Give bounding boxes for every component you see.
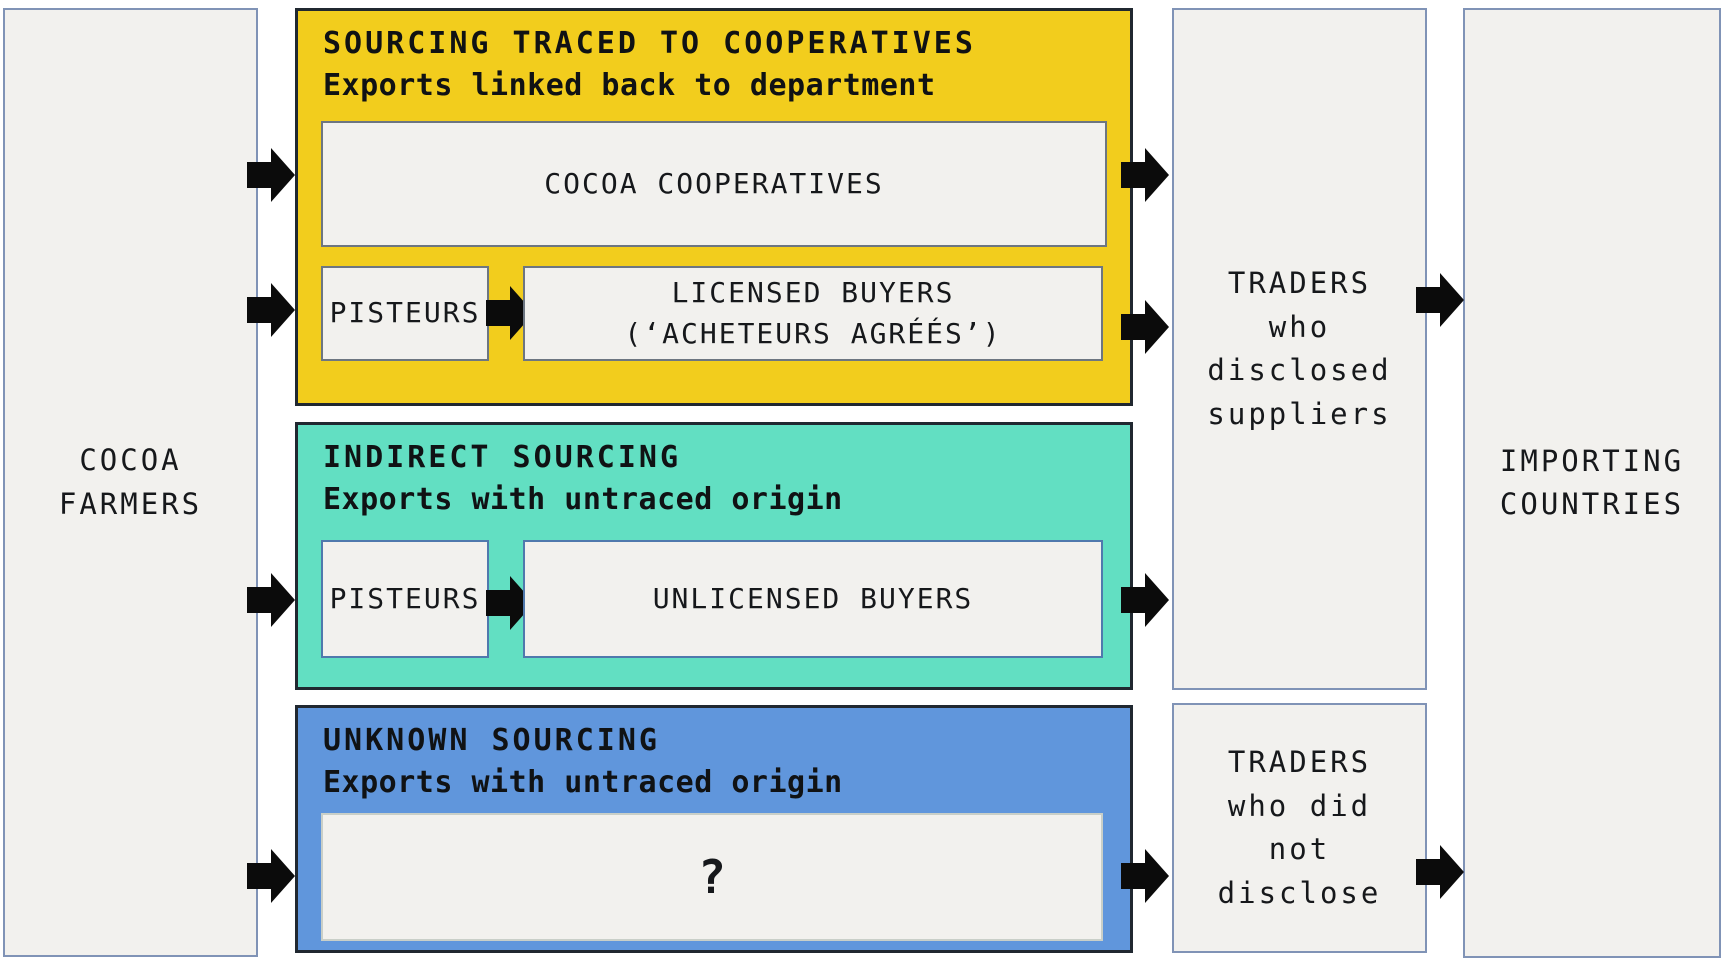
- traced-sourcing-panel: SOURCING TRACED TO COOPERATIVES Exports …: [295, 8, 1133, 406]
- arrow-unknown-to-traders-undisclosed-icon: [1121, 844, 1169, 908]
- indirect-sourcing-panel: INDIRECT SOURCING Exports with untraced …: [295, 422, 1133, 690]
- indirect-panel-title: INDIRECT SOURCING: [323, 440, 682, 475]
- traders-disclosed-label: TRADERS who disclosed suppliers: [1207, 266, 1392, 431]
- unknown-source-box: ?: [321, 813, 1103, 941]
- unlicensed-buyers-box: UNLICENSED BUYERS: [523, 540, 1103, 658]
- licensed-buyers-box: LICENSED BUYERS (‘ACHETEURS AGRÉÉS’): [523, 266, 1103, 361]
- indirect-panel-header: INDIRECT SOURCING Exports with untraced …: [323, 437, 843, 521]
- traders-undisclosed-label: TRADERS who did not disclose: [1217, 745, 1382, 910]
- arrow-farmers-to-indirect-pisteurs-icon: [247, 568, 295, 632]
- unknown-source-label: ?: [698, 849, 726, 904]
- unlicensed-buyers-label: UNLICENSED BUYERS: [652, 581, 974, 615]
- traced-panel-subtitle: Exports linked back to department: [323, 68, 936, 103]
- importing-countries-box: IMPORTING COUNTRIES: [1463, 8, 1721, 958]
- indirect-pisteurs-box: PISTEURS: [321, 540, 489, 658]
- arrow-licensed-buyers-to-traders-icon: [1121, 295, 1169, 359]
- arrow-farmers-to-traced-pisteurs-icon: [247, 278, 295, 342]
- unknown-sourcing-panel: UNKNOWN SOURCING Exports with untraced o…: [295, 705, 1133, 953]
- arrow-traders-disclosed-to-importing-icon: [1416, 268, 1464, 332]
- arrow-traders-undisclosed-to-importing-icon: [1416, 840, 1464, 904]
- unknown-panel-title: UNKNOWN SOURCING: [323, 723, 660, 758]
- arrow-pisteurs-to-unlicensed-buyers-icon: [486, 571, 534, 635]
- indirect-pisteurs-label: PISTEURS: [329, 581, 481, 615]
- cocoa-farmers-label: COCOA FARMERS: [58, 443, 203, 521]
- cocoa-cooperatives-label: COCOA COOPERATIVES: [544, 166, 884, 200]
- unknown-panel-subtitle: Exports with untraced origin: [323, 765, 843, 800]
- traced-pisteurs-box: PISTEURS: [321, 266, 489, 361]
- arrow-unlicensed-buyers-to-traders-icon: [1121, 568, 1169, 632]
- traced-panel-title: SOURCING TRACED TO COOPERATIVES: [323, 26, 976, 61]
- indirect-panel-subtitle: Exports with untraced origin: [323, 482, 843, 517]
- cocoa-cooperatives-box: COCOA COOPERATIVES: [321, 121, 1107, 247]
- importing-countries-label: IMPORTING COUNTRIES: [1499, 443, 1685, 522]
- cocoa-farmers-box: COCOA FARMERS: [3, 8, 258, 957]
- traced-panel-header: SOURCING TRACED TO COOPERATIVES Exports …: [323, 23, 976, 107]
- licensed-buyers-label: LICENSED BUYERS (‘ACHETEURS AGRÉÉS’): [624, 275, 1002, 350]
- arrow-pisteurs-to-licensed-buyers-icon: [486, 281, 534, 345]
- arrow-farmers-to-unknown-icon: [247, 844, 295, 908]
- unknown-panel-header: UNKNOWN SOURCING Exports with untraced o…: [323, 720, 843, 804]
- traders-undisclosed-box: TRADERS who did not disclose: [1172, 703, 1427, 953]
- traders-disclosed-box: TRADERS who disclosed suppliers: [1172, 8, 1427, 690]
- arrow-cooperatives-to-traders-icon: [1121, 143, 1169, 207]
- arrow-farmers-to-cooperatives-icon: [247, 143, 295, 207]
- traced-pisteurs-label: PISTEURS: [329, 296, 481, 330]
